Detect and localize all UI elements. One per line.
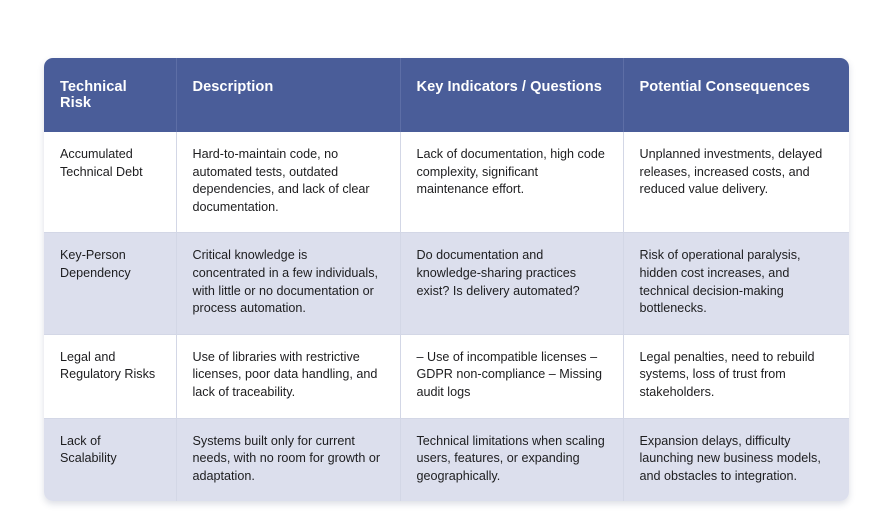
cell-technical-risk: Legal and Regulatory Risks [44,333,177,419]
table-body: Accumulated Technical Debt Hard-to-maint… [44,132,849,502]
table-row: Legal and Regulatory Risks Use of librar… [44,333,849,419]
technical-risk-table-container: Technical Risk Description Key Indicator… [44,58,849,502]
cell-key-indicators: Do documentation and knowledge-sharing p… [400,232,624,335]
technical-risk-table: Technical Risk Description Key Indicator… [44,58,849,502]
table-row: Lack of Scalability Systems built only f… [44,417,849,502]
cell-description: Use of libraries with restrictive licens… [176,333,401,419]
table-row: Key-Person Dependency Critical knowledge… [44,232,849,335]
cell-potential-consequences: Risk of operational paralysis, hidden co… [623,232,849,335]
cell-potential-consequences: Legal penalties, need to rebuild systems… [623,333,849,419]
cell-potential-consequences: Expansion delays, difficulty launching n… [623,417,849,502]
column-header-technical-risk: Technical Risk [44,58,177,132]
column-header-description: Description [176,58,401,132]
column-header-key-indicators: Key Indicators / Questions [400,58,624,132]
column-header-potential-consequences: Potential Consequences [623,58,849,132]
cell-key-indicators: – Use of incompatible licenses – GDPR no… [400,333,624,419]
cell-technical-risk: Key-Person Dependency [44,232,177,335]
cell-description: Critical knowledge is concentrated in a … [176,232,401,335]
cell-technical-risk: Accumulated Technical Debt [44,132,177,233]
table-header: Technical Risk Description Key Indicator… [44,58,849,132]
cell-description: Systems built only for current needs, wi… [176,417,401,502]
table-row: Accumulated Technical Debt Hard-to-maint… [44,132,849,233]
cell-key-indicators: Technical limitations when scaling users… [400,417,624,502]
table-header-row: Technical Risk Description Key Indicator… [44,58,849,132]
cell-technical-risk: Lack of Scalability [44,417,177,502]
cell-key-indicators: Lack of documentation, high code complex… [400,132,624,233]
cell-potential-consequences: Unplanned investments, delayed releases,… [623,132,849,233]
cell-description: Hard-to-maintain code, no automated test… [176,132,401,233]
